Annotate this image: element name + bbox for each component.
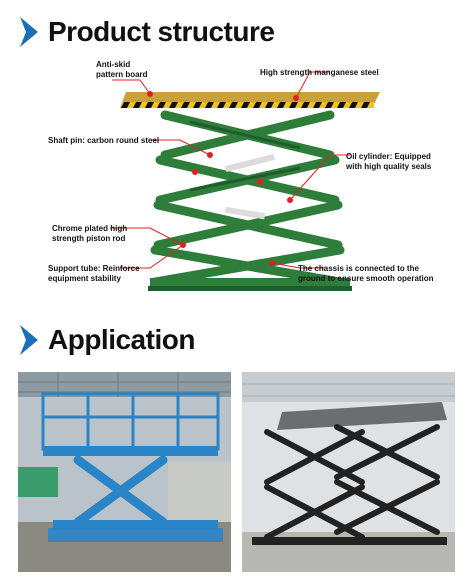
oil-cylinder xyxy=(225,154,275,172)
section-title-product-structure: Product structure xyxy=(48,16,275,47)
callout-support-tube: Support tube: Reinforce equipment stabil… xyxy=(48,264,140,284)
callout-text: strength piston rod xyxy=(52,234,126,243)
product-structure-header: Product structure xyxy=(0,15,473,49)
section-title-application: Application xyxy=(48,324,195,355)
callout-oil-cylinder: Oil cylinder: Equipped with high quality… xyxy=(346,152,431,172)
callout-text: Anti-skid xyxy=(96,60,131,69)
callout-text: equipment stability xyxy=(48,274,121,283)
callout-text: Support tube: Reinforce xyxy=(48,264,140,273)
callout-text: Shaft pin: carbon round steel xyxy=(48,136,160,145)
base-chassis xyxy=(150,278,350,288)
chevron-right-icon xyxy=(20,325,38,355)
application-photo-black-lift xyxy=(242,372,455,572)
product-structure-diagram: Anti-skid pattern board High strength ma… xyxy=(0,50,473,310)
callout-text: Oil cylinder: Equipped xyxy=(346,152,431,161)
callout-chrome-rod: Chrome plated high strength piston rod xyxy=(52,224,127,244)
callout-chassis: The chassis is connected to the ground t… xyxy=(298,264,434,284)
scissor-lift-illustration xyxy=(110,71,380,291)
hazard-stripes xyxy=(121,102,374,108)
callout-text: The chassis is connected to the xyxy=(298,264,419,273)
scissor-arms xyxy=(150,110,345,287)
callout-shaft-pin: Shaft pin: carbon round steel xyxy=(48,136,159,146)
application-photo-blue-lift xyxy=(18,372,231,572)
callout-text: Chrome plated high xyxy=(52,224,128,233)
callout-text: ground to ensure smooth operation xyxy=(298,274,434,283)
callout-text: High strength manganese steel xyxy=(260,68,379,77)
callout-anti-skid: Anti-skid pattern board xyxy=(96,60,148,80)
callout-text: pattern board xyxy=(96,70,148,79)
callout-text: with high quality seals xyxy=(346,162,432,171)
application-header: Application xyxy=(0,323,473,357)
leader-lines xyxy=(110,71,350,269)
callout-manganese: High strength manganese steel xyxy=(260,68,379,78)
chevron-right-icon xyxy=(20,17,38,47)
